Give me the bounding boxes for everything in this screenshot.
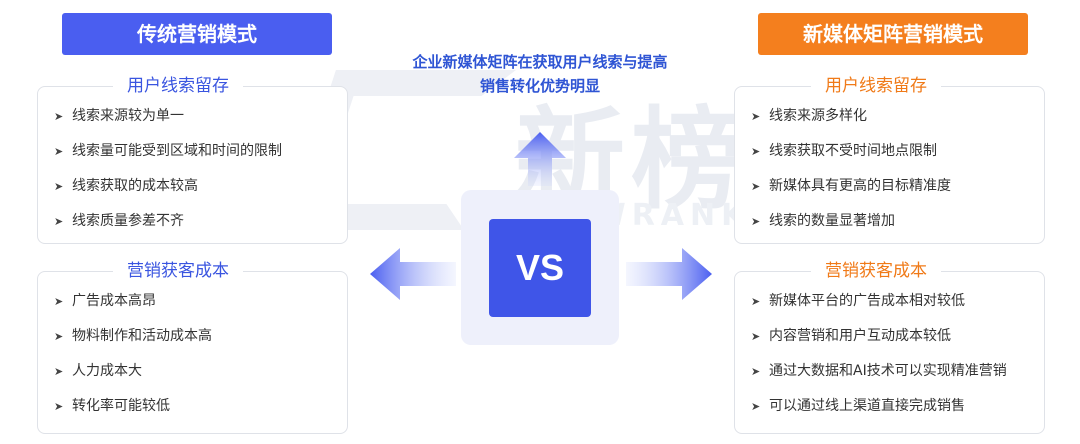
list-item: ➤物料制作和活动成本高 xyxy=(38,319,347,354)
list-item: ➤新媒体平台的广告成本相对较低 xyxy=(735,284,1044,319)
chevron-right-icon: ➤ xyxy=(54,215,64,228)
chevron-right-icon: ➤ xyxy=(54,145,64,158)
list-item: ➤线索获取不受时间地点限制 xyxy=(735,134,1044,169)
list-item: ➤可以通过线上渠道直接完成销售 xyxy=(735,389,1044,424)
arrow-up-icon xyxy=(514,132,566,186)
left-acquisition-cost-box: ➤广告成本高昂 ➤物料制作和活动成本高 ➤人力成本大 ➤转化率可能较低 xyxy=(37,271,348,434)
center-caption: 企业新媒体矩阵在获取用户线索与提高 销售转化优势明显 xyxy=(378,50,702,98)
right-acquisition-cost-box: ➤新媒体平台的广告成本相对较低 ➤内容营销和用户互动成本较低 ➤通过大数据和AI… xyxy=(734,271,1045,434)
chevron-right-icon: ➤ xyxy=(54,295,64,308)
center-caption-line1: 企业新媒体矩阵在获取用户线索与提高 xyxy=(412,53,668,71)
chevron-right-icon: ➤ xyxy=(54,110,64,123)
list-item: ➤线索来源较为单一 xyxy=(38,99,347,134)
chevron-right-icon: ➤ xyxy=(751,330,761,343)
center-caption-line2: 销售转化优势明显 xyxy=(479,77,600,95)
chevron-right-icon: ➤ xyxy=(54,330,64,343)
arrow-left-icon xyxy=(370,248,456,300)
list-item: ➤线索质量参差不齐 xyxy=(38,204,347,239)
list-item: ➤新媒体具有更高的目标精准度 xyxy=(735,169,1044,204)
right-lead-retention-label: 用户线索留存 xyxy=(811,73,941,99)
list-item: ➤广告成本高昂 xyxy=(38,284,347,319)
list-item: ➤线索量可能受到区域和时间的限制 xyxy=(38,134,347,169)
list-item: ➤内容营销和用户互动成本较低 xyxy=(735,319,1044,354)
chevron-right-icon: ➤ xyxy=(751,110,761,123)
chevron-right-icon: ➤ xyxy=(54,365,64,378)
chevron-right-icon: ➤ xyxy=(751,365,761,378)
right-acquisition-cost-label: 营销获客成本 xyxy=(811,258,941,284)
chevron-right-icon: ➤ xyxy=(751,215,761,228)
left-lead-retention-label: 用户线索留存 xyxy=(113,73,243,99)
chevron-right-icon: ➤ xyxy=(751,180,761,193)
chevron-right-icon: ➤ xyxy=(751,400,761,413)
right-lead-retention-box: ➤线索来源多样化 ➤线索获取不受时间地点限制 ➤新媒体具有更高的目标精准度 ➤线… xyxy=(734,86,1045,244)
chevron-right-icon: ➤ xyxy=(54,400,64,413)
new-media-marketing-title: 新媒体矩阵营销模式 xyxy=(758,13,1028,55)
vs-badge: VS xyxy=(489,219,591,317)
chevron-right-icon: ➤ xyxy=(751,145,761,158)
list-item: ➤线索来源多样化 xyxy=(735,99,1044,134)
left-lead-retention-box: ➤线索来源较为单一 ➤线索量可能受到区域和时间的限制 ➤线索获取的成本较高 ➤线… xyxy=(37,86,348,244)
list-item: ➤通过大数据和AI技术可以实现精准营销 xyxy=(735,354,1044,389)
list-item: ➤转化率可能较低 xyxy=(38,389,347,424)
chevron-right-icon: ➤ xyxy=(54,180,64,193)
arrow-right-icon xyxy=(626,248,712,300)
list-item: ➤线索的数量显著增加 xyxy=(735,204,1044,239)
chevron-right-icon: ➤ xyxy=(751,295,761,308)
traditional-marketing-title: 传统营销模式 xyxy=(62,13,332,55)
left-acquisition-cost-label: 营销获客成本 xyxy=(113,258,243,284)
list-item: ➤线索获取的成本较高 xyxy=(38,169,347,204)
list-item: ➤人力成本大 xyxy=(38,354,347,389)
